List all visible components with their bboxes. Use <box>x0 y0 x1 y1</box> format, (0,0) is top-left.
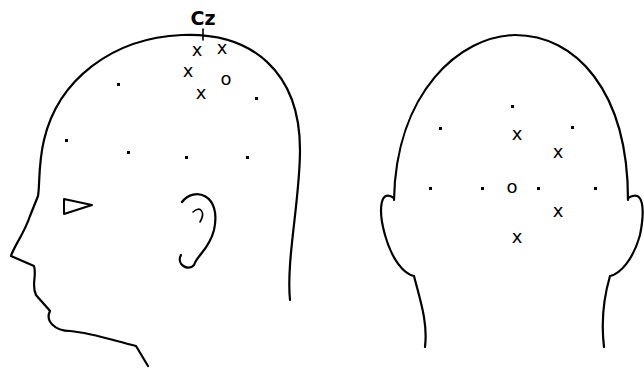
electrode-marker: x <box>553 143 564 161</box>
electrode-marker: x <box>183 62 194 80</box>
electrode-marker: x <box>512 228 523 246</box>
electrode-marker: x <box>512 125 523 143</box>
electrode-marker: x <box>192 41 203 59</box>
electrode-marker: x <box>196 84 207 102</box>
reference-marker: o <box>220 70 231 88</box>
electrode-marker: x <box>217 39 228 57</box>
electrode-marker: x <box>553 202 564 220</box>
reference-marker: o <box>506 178 517 196</box>
electrode-name: Cz <box>190 9 215 28</box>
